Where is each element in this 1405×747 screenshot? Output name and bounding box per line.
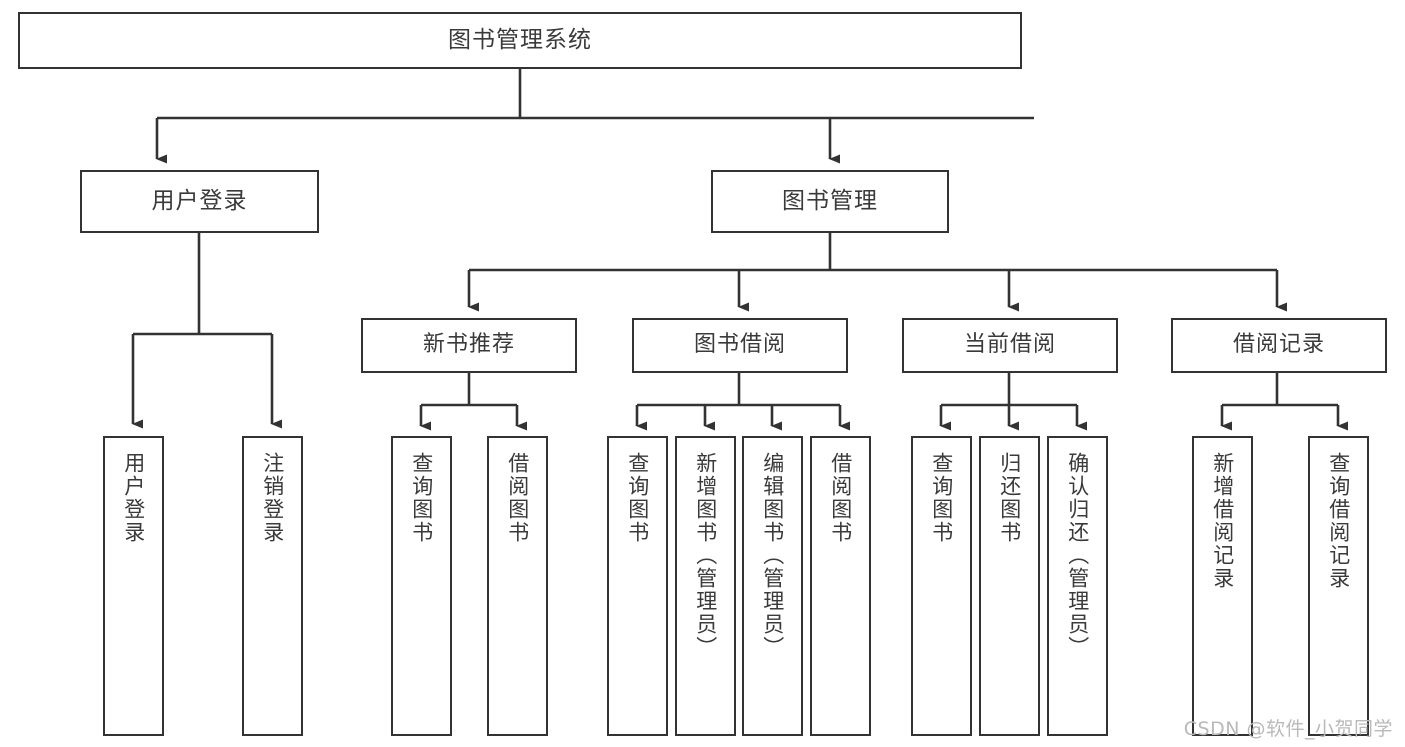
node-borrow-record-label: 借阅记录 [1232,332,1325,358]
node-borrow-record[interactable]: 借阅记录 [1171,318,1387,373]
node-leaf-user-login-label: 用户登录 [121,452,146,544]
node-leaf-return-book-label: 归还图书 [997,452,1022,544]
node-leaf-confirm-return[interactable]: 确认归还（管理员） [1047,436,1108,736]
node-leaf-borrow-book-1-label: 借阅图书 [505,452,530,544]
node-leaf-query-record[interactable]: 查询借阅记录 [1308,436,1369,736]
node-current-borrow[interactable]: 当前借阅 [902,318,1118,373]
node-user-login-label: 用户登录 [151,188,248,215]
node-leaf-return-book[interactable]: 归还图书 [979,436,1040,736]
node-new-book-recommend-label: 新书推荐 [422,332,515,358]
node-leaf-logout-login-label: 注销登录 [260,452,285,544]
node-book-borrow-label: 图书借阅 [693,332,786,358]
node-current-borrow-label: 当前借阅 [963,332,1056,358]
node-leaf-query-book-1[interactable]: 查询图书 [391,436,452,736]
node-user-login[interactable]: 用户登录 [80,170,319,233]
node-leaf-edit-book-label: 编辑图书（管理员） [760,452,785,659]
node-leaf-logout-login[interactable]: 注销登录 [242,436,303,736]
node-leaf-edit-book[interactable]: 编辑图书（管理员） [742,436,803,736]
node-leaf-query-book-1-label: 查询图书 [409,452,434,544]
node-root-label: 图书管理系统 [448,27,592,54]
node-leaf-query-book-3[interactable]: 查询图书 [911,436,972,736]
node-leaf-query-book-2-label: 查询图书 [625,452,650,544]
node-leaf-add-record-label: 新增借阅记录 [1210,452,1235,590]
node-leaf-borrow-book-2-label: 借阅图书 [828,452,853,544]
node-leaf-add-book[interactable]: 新增图书（管理员） [675,436,736,736]
node-book-management-label: 图书管理 [782,188,878,215]
node-root[interactable]: 图书管理系统 [18,12,1022,69]
node-leaf-user-login[interactable]: 用户登录 [103,436,164,736]
node-leaf-confirm-return-label: 确认归还（管理员） [1065,452,1090,659]
node-leaf-query-record-label: 查询借阅记录 [1326,452,1351,590]
node-new-book-recommend[interactable]: 新书推荐 [361,318,577,373]
node-book-management[interactable]: 图书管理 [711,170,949,233]
node-book-borrow[interactable]: 图书借阅 [632,318,848,373]
node-leaf-query-book-3-label: 查询图书 [929,452,954,544]
node-leaf-borrow-book-1[interactable]: 借阅图书 [487,436,548,736]
node-leaf-borrow-book-2[interactable]: 借阅图书 [810,436,871,736]
watermark-text: CSDN @软件_小贺同学 [1183,718,1393,740]
node-leaf-add-book-label: 新增图书（管理员） [693,452,718,659]
node-leaf-query-book-2[interactable]: 查询图书 [607,436,668,736]
node-leaf-add-record[interactable]: 新增借阅记录 [1192,436,1253,736]
